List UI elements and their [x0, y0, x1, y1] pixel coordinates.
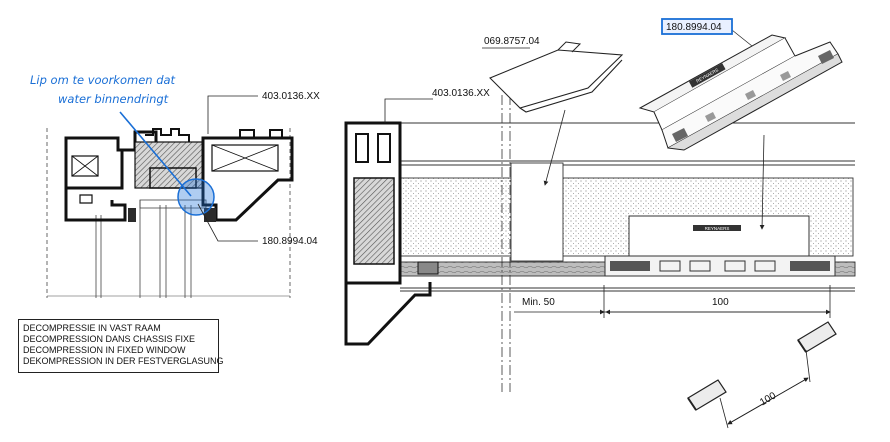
main-elevation-detail: REYNAERS — [344, 95, 856, 392]
brand-plate-lower — [693, 225, 741, 231]
pieces-dimension-label: 100 — [758, 390, 778, 408]
legend-line-de: DEKOMPRESSION IN DER FESTVERGLASUNG — [23, 356, 224, 366]
spacing-dimension-label: 100 — [712, 297, 729, 308]
cover-cap-isometric — [482, 41, 624, 186]
vent-strip-isometric: REYNAERS — [638, 29, 843, 230]
left-profile-code: 403.0136.XX — [262, 91, 320, 102]
legend-line-nl: DECOMPRESSIE IN VAST RAAM — [23, 323, 161, 333]
annotation-line-2: water binnendringt — [58, 92, 169, 106]
left-vent-code: 180.8994.04 — [262, 236, 318, 247]
left-section-detail — [46, 95, 294, 298]
highlighted-code-box — [661, 18, 733, 35]
legend-line-en: DECOMPRESSION IN FIXED WINDOW — [23, 345, 186, 355]
highlighted-vent-code: 180.8994.04 — [666, 22, 722, 33]
cover-code: 069.8757.04 — [484, 36, 540, 47]
spacer-pieces — [687, 321, 837, 429]
brand-mark-lower: REYNAERS — [705, 226, 730, 231]
highlight-circle — [177, 178, 215, 216]
legend-line-fr: DECOMPRESSION DANS CHASSIS FIXE — [23, 334, 196, 344]
annotation-pointer — [119, 111, 192, 197]
legend-box: DECOMPRESSIE IN VAST RAAM DECOMPRESSION … — [18, 319, 224, 373]
main-profile-code: 403.0136.XX — [432, 88, 490, 99]
annotation-line-1: Lip om te voorkomen dat — [30, 73, 176, 87]
min-dimension-label: Min. 50 — [522, 297, 555, 308]
